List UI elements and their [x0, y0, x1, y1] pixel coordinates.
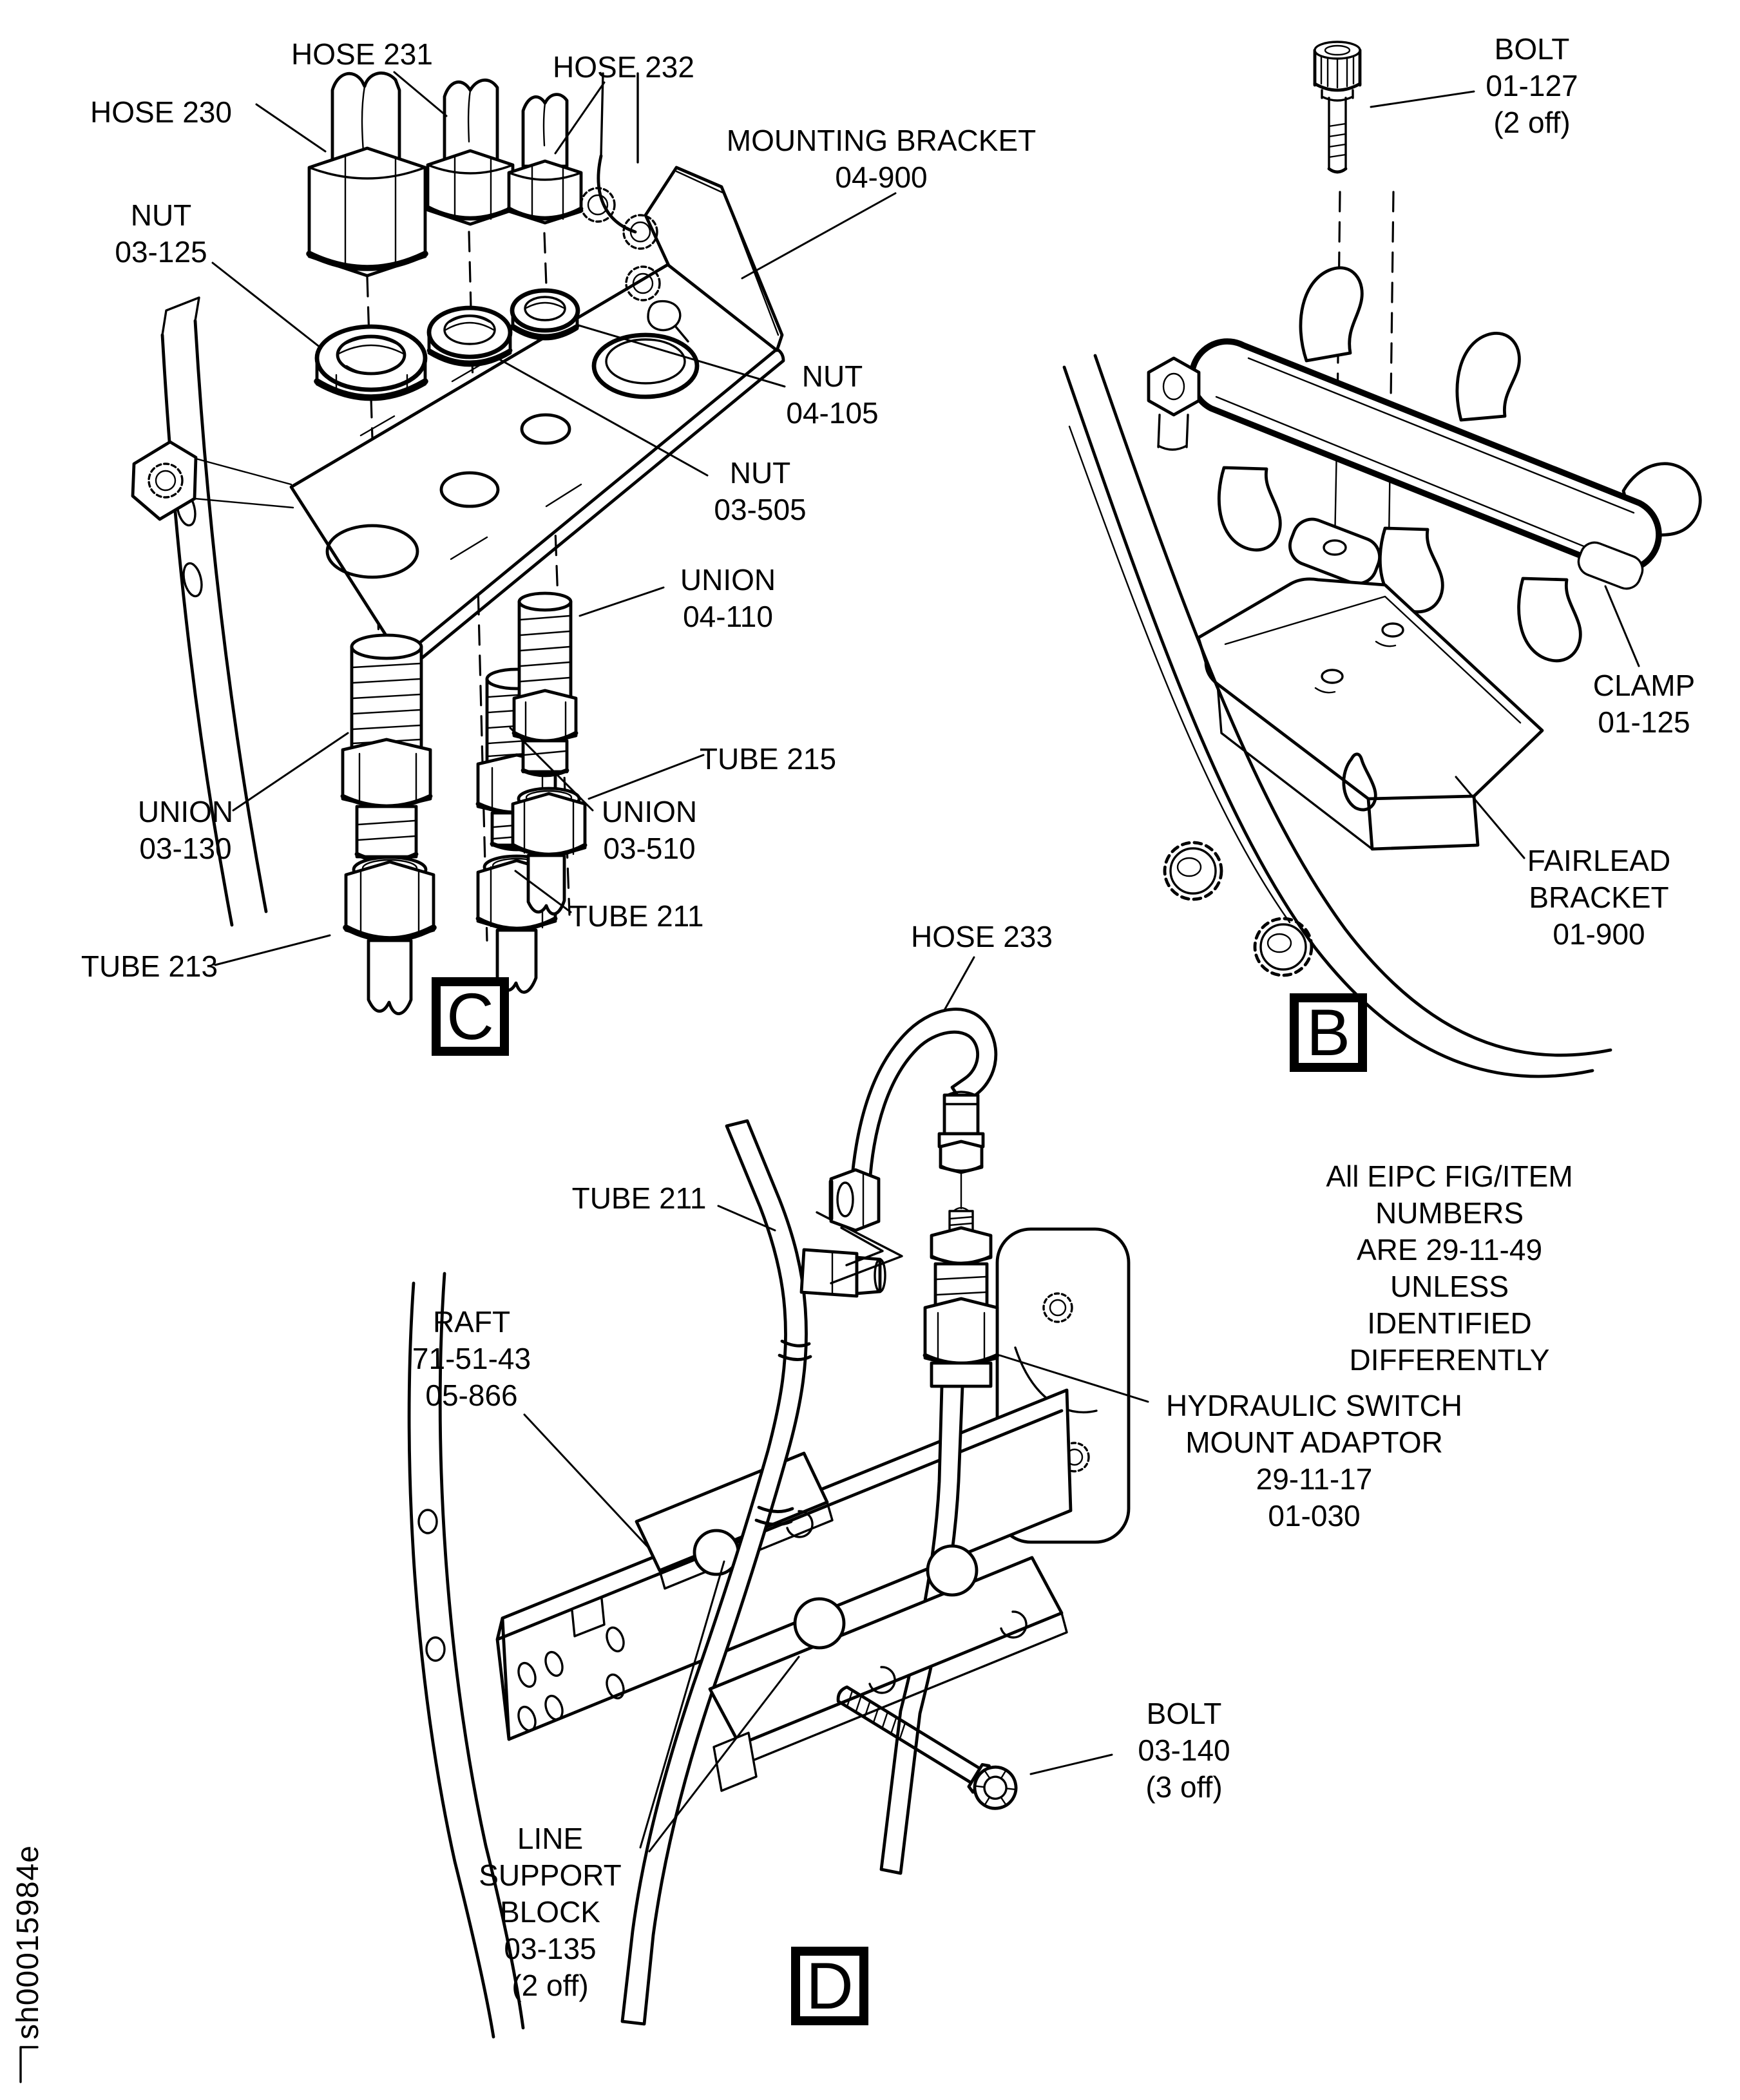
view-box-c: C	[432, 977, 509, 1056]
clamp-01-125-part	[1147, 266, 1702, 663]
label-hose-230: HOSE 230	[90, 95, 232, 129]
label-union-03-130: UNION 03-130	[137, 795, 234, 865]
section-d-illustration	[407, 956, 1149, 2039]
frame-member	[407, 1272, 525, 2039]
label-tube-215: TUBE 215	[699, 742, 837, 776]
view-box-b: B	[1290, 993, 1367, 1072]
serrated-knob-icon	[1163, 841, 1314, 977]
section-c-illustration	[131, 71, 897, 1015]
label-raft: RAFT 71-51-43 05-866	[412, 1305, 531, 1412]
tube-215-part	[510, 787, 588, 915]
union-03-130-part	[340, 633, 433, 864]
label-line-support-block: LINE SUPPORT BLOCK 03-135 (2 off)	[479, 1822, 622, 2002]
label-tube-211-d: TUBE 211	[571, 1181, 707, 1215]
raft-rail	[495, 1388, 1073, 1741]
hose-231-fitting	[425, 79, 515, 226]
label-union-04-110: UNION 04-110	[680, 563, 776, 633]
corner-mark	[19, 2046, 39, 2083]
hose-233-part	[828, 1007, 998, 1232]
label-clamp-01-125: CLAMP 01-125	[1592, 669, 1696, 739]
view-box-d: D	[791, 1947, 868, 2025]
bolt-01-127-part	[1313, 41, 1362, 174]
drawing-number: sh00015984e	[11, 1845, 45, 2039]
label-nut-03-505: NUT 03-505	[714, 456, 807, 526]
label-mounting-bracket: MOUNTING BRACKET 04-900	[726, 124, 1037, 194]
line-support-block-front	[708, 1544, 1068, 1792]
label-eipc-note: All EIPC FIG/ITEM NUMBERS ARE 29-11-49 U…	[1326, 1160, 1573, 1377]
label-union-03-510: UNION 03-510	[601, 795, 698, 865]
section-b-illustration	[1062, 41, 1702, 1078]
label-hydraulic-switch: HYDRAULIC SWITCH MOUNT ADAPTOR 29-11-17 …	[1165, 1389, 1463, 1532]
label-hose-231: HOSE 231	[291, 37, 433, 71]
leader-lines-c	[211, 71, 897, 966]
union-04-110-part	[511, 591, 578, 778]
label-bolt-03-140: BOLT 03-140 (3 off)	[1138, 1697, 1230, 1804]
serrated-bolt-icon	[148, 187, 661, 499]
label-bolt-01-127: BOLT 01-127 (2 off)	[1486, 32, 1578, 139]
tube-213-part	[343, 855, 437, 1015]
label-nut-04-105: NUT 04-105	[786, 359, 879, 430]
frame-arcs	[1062, 354, 1612, 1078]
label-tube-213: TUBE 213	[81, 950, 218, 983]
leader-lines-b	[1370, 90, 1640, 859]
label-tube-211-c: TUBE 211	[569, 899, 704, 933]
hose-232-fitting	[506, 93, 584, 225]
label-nut-03-125: NUT 03-125	[115, 198, 207, 269]
nut-03-125-part	[314, 324, 428, 401]
frame-channel	[131, 296, 294, 927]
nut-04-105-part	[510, 288, 580, 341]
tube-211-part-d	[620, 1119, 903, 2026]
label-hose-232: HOSE 232	[553, 50, 694, 84]
label-hose-233: HOSE 233	[911, 920, 1053, 953]
hose-230-fitting	[306, 72, 428, 278]
nut-03-505-part	[426, 305, 513, 367]
fairlead-bracket-part	[1196, 577, 1544, 851]
bolt-03-140-part	[836, 1685, 1018, 1810]
leader-lines-d	[523, 956, 1149, 1853]
label-fairlead-bracket: FAIRLEAD BRACKET 01-900	[1527, 844, 1671, 951]
mounting-bracket	[148, 72, 785, 673]
